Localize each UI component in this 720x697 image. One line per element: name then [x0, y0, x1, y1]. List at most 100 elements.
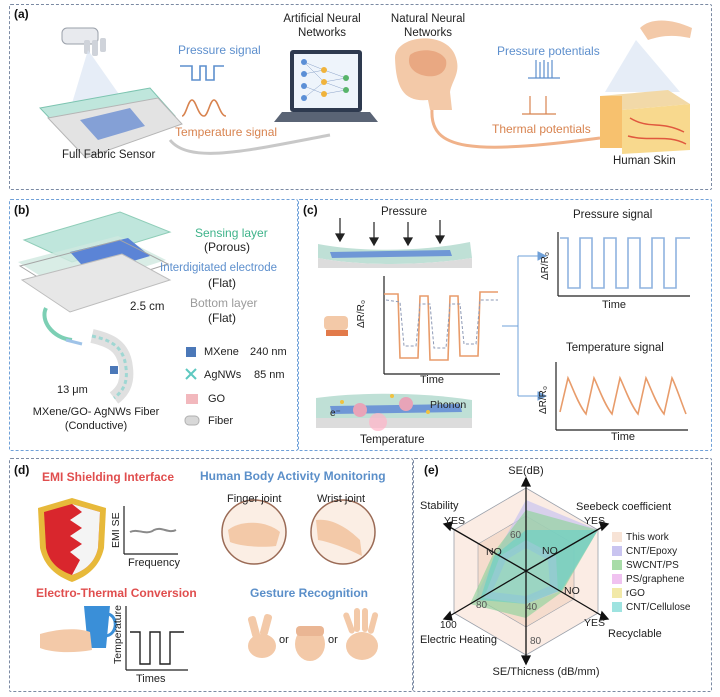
temperature-signal-title: Temperature signal [566, 342, 664, 354]
legend-item-this-work: This work [612, 530, 708, 544]
flat2-label: (Flat) [208, 311, 236, 325]
legend-label: SWCNT/PS [626, 559, 679, 571]
legend-mxene-name: MXene [204, 346, 239, 358]
main-xlabel: Time [420, 374, 445, 386]
flat1-label: (Flat) [208, 276, 236, 290]
legend-fiber-name: Fiber [208, 415, 234, 427]
head-icon [395, 38, 458, 110]
legend-label: CNT/Cellulose [626, 601, 691, 613]
legend-agnws-value: 85 nm [254, 369, 285, 381]
heated-sensor-icon [316, 393, 472, 431]
bottom-layer-label: Bottom layer [190, 296, 258, 310]
fiber-swatch [184, 415, 200, 426]
tick-60: 60 [510, 530, 522, 541]
legend-label: rGO [626, 587, 645, 599]
size-label: 2.5 cm [130, 301, 165, 313]
recyclable-no: NO [564, 585, 580, 597]
pressure-signal-chart [557, 232, 690, 297]
panel-b-label: (b) [14, 203, 30, 217]
skin-caption: Human Skin [613, 155, 676, 167]
panel-b [9, 199, 298, 451]
temperature-label: Temperature [360, 434, 425, 446]
legend-item-cnt-epoxy: CNT/Epoxy [612, 544, 708, 558]
axis-se-thickness: SE/Thicness (dB/mm) [492, 666, 600, 678]
thermal-potentials-label: Thermal potentials [492, 122, 591, 136]
shield-icon [38, 498, 106, 582]
gesture-title: Gesture Recognition [250, 586, 369, 600]
recyclable-yes: YES [584, 617, 606, 629]
ann-title: Artificial Neural Networks [283, 13, 361, 39]
layered-sensor-icon [18, 211, 172, 313]
main-response-chart [383, 276, 500, 375]
nnn-title: Natural Neural Networks [390, 13, 466, 39]
fiber-icon [90, 329, 134, 404]
legend-item-ps-graphene: PS/graphene [612, 572, 708, 586]
panel-a [9, 4, 712, 190]
series-cnt-cellulose [480, 530, 598, 604]
finger-icon [605, 20, 692, 92]
radar-axes [442, 476, 610, 666]
axis-electric-heating: Electric Heating [420, 634, 498, 646]
touch-hand-icon [324, 316, 348, 336]
or-label-2: or [328, 634, 338, 646]
axis-se-db: SE(dB) [508, 465, 544, 477]
legend-agnws-name: AgNWs [204, 369, 242, 381]
electrode-label: Interdigitated electrode [160, 262, 277, 274]
pressure-signal-label: Pressure signal [178, 43, 261, 57]
electron-label: e⁻ [330, 408, 341, 419]
mxene-swatch [186, 347, 196, 357]
hand-finger-icon [228, 522, 280, 547]
axis-recyclable: Recyclable [608, 628, 662, 640]
legend-go-name: GO [208, 393, 226, 405]
agnws-icon [185, 368, 197, 380]
legend-label: CNT/Epoxy [626, 545, 678, 557]
axis-stability: Stability [420, 500, 459, 512]
legend-label: PS/graphene [626, 573, 685, 585]
hbam-title: Human Body Activity Monitoring [200, 469, 386, 483]
wrist-joint-label: Wrist joint [317, 493, 366, 505]
temperature-xlabel: Time [611, 431, 636, 443]
skin-icon [600, 90, 690, 154]
pressure-xlabel: Time [602, 299, 627, 311]
legend-label: This work [626, 531, 669, 543]
axis-seebeck: Seebeck coefficient [576, 501, 672, 513]
pressure-potentials-label: Pressure potentials [497, 44, 600, 58]
legend-item-swcnt-ps: SWCNT/PS [612, 558, 708, 572]
go-swatch [186, 394, 198, 404]
panel-c-label: (c) [303, 203, 318, 217]
fabric-sensor-icon [39, 87, 183, 159]
panel-e-label: (e) [424, 463, 439, 477]
fiber-caption: MXene/GO- AgNWs Fiber [32, 406, 160, 418]
temperature-signal-label: Temperature signal [175, 125, 278, 139]
seebeck-no: NO [542, 545, 558, 557]
gesture-palm-icon [343, 608, 379, 660]
panel-e [413, 458, 712, 692]
temperature-wave [181, 99, 227, 117]
emi-chart [123, 506, 178, 555]
etc-title: Electro-Thermal Conversion [36, 586, 197, 600]
panel-d-label: (d) [14, 463, 30, 477]
tick-40: 40 [526, 602, 538, 613]
emi-title: EMI Shielding Interface [42, 470, 175, 484]
pressure-label: Pressure [381, 206, 428, 218]
or-label-1: or [279, 634, 289, 646]
pressure-wave [180, 65, 224, 81]
sensor-caption: Full Fabric Sensor [62, 149, 156, 161]
legend-mxene-value: 240 nm [250, 346, 287, 358]
thermal-potentials-wave [522, 96, 556, 115]
temperature-signal-chart [555, 362, 688, 431]
holding-hand-icon [40, 629, 92, 653]
radar-legend: This work CNT/Epoxy SWCNT/PS PS/graphene… [612, 530, 708, 614]
hand-wrist-icon [316, 519, 362, 556]
finger-joint-label: Finger joint [227, 493, 282, 505]
porous-label: (Porous) [204, 240, 251, 254]
temperature-chart [125, 606, 188, 671]
tick-80a: 80 [476, 600, 488, 611]
panel-d [9, 458, 413, 692]
pressure-signal-title: Pressure signal [573, 209, 653, 221]
legend-item-rgo: rGO [612, 586, 708, 600]
emi-xlabel: Frequency [128, 557, 180, 569]
